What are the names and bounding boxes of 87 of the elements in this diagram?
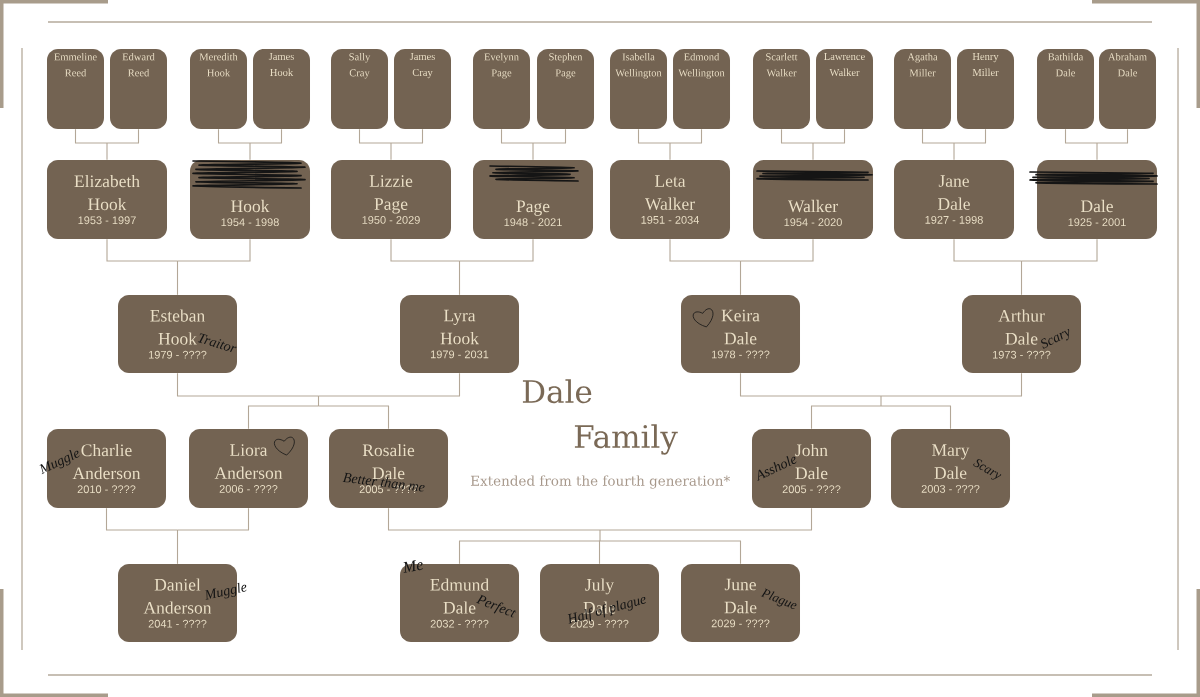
person-box: Elizabeth Hook 1953 - 1997: [47, 160, 167, 239]
person-box: Meredith Hook: [190, 49, 247, 129]
connector-line: [106, 142, 108, 161]
connector-line: [953, 238, 1023, 262]
connector-line: [669, 128, 703, 144]
person-box: Lawrence Walker: [816, 49, 873, 129]
connector-line: [637, 128, 671, 144]
person-box: Emmeline Reed: [47, 49, 104, 129]
title: Dale Family: [522, 379, 678, 455]
connector-line: [176, 507, 250, 531]
connector-line: [458, 260, 461, 296]
connector-line: [500, 128, 534, 144]
connector-line: [780, 128, 814, 144]
connector-line: [176, 372, 320, 397]
person-box: Scarlett Walker: [753, 49, 810, 129]
connector-line: [390, 128, 424, 144]
person-box: Agatha Miller: [894, 49, 951, 129]
connector-line: [317, 395, 320, 407]
connector-line: [176, 238, 251, 262]
connector-line: [921, 128, 955, 144]
connector-line: [532, 142, 534, 161]
connector-line: [74, 128, 108, 144]
connector-line: [880, 395, 882, 407]
handwritten-note: Perfect: [475, 594, 517, 618]
connector-line: [458, 238, 534, 262]
connector-line: [599, 540, 742, 565]
connector-line: [599, 529, 601, 542]
person-box: James Hook: [253, 49, 310, 129]
handwritten-note: Me: [403, 560, 423, 573]
connector-line: [880, 372, 1023, 397]
connector-line: [739, 260, 742, 296]
connector-line: [249, 142, 251, 161]
handwritten-note: Plague: [760, 588, 797, 609]
connector-line: [1020, 238, 1098, 262]
person-box: Sally Cray: [331, 49, 388, 129]
connector-line: [317, 405, 390, 430]
connector-line: [390, 238, 461, 262]
connector-line: [1020, 260, 1023, 296]
connector-line: [953, 142, 955, 161]
person-box: Abraham Dale: [1099, 49, 1156, 129]
person-box: Liora Anderson 2006 - ????: [189, 429, 308, 508]
connector-line: [317, 372, 461, 397]
connector-line: [176, 529, 179, 565]
person-box: Walker 1954 - 2020: [753, 160, 873, 239]
connector-line: [812, 128, 846, 144]
connector-line: [599, 507, 813, 531]
subtitle: Extended from the fourth generation*: [470, 475, 730, 489]
connector-line: [669, 142, 671, 161]
connector-line: [810, 405, 882, 430]
connector-line: [387, 507, 601, 531]
person-box: Edward Reed: [110, 49, 167, 129]
connector-line: [106, 128, 140, 144]
handwritten-note: Muggle: [205, 582, 247, 600]
person-box: Jane Dale 1927 - 1998: [894, 160, 1014, 239]
connector-line: [458, 540, 601, 565]
connector-line: [739, 372, 882, 397]
person-box: James Cray: [394, 49, 451, 129]
connector-line: [953, 128, 987, 144]
person-box: Edmond Wellington: [673, 49, 730, 129]
connector-line: [247, 405, 320, 430]
person-box: Stephen Page: [537, 49, 594, 129]
connector-line: [249, 128, 283, 144]
connector-line: [532, 128, 567, 144]
connector-line: [358, 128, 392, 144]
person-box: Lyra Hook 1979 - 2031: [400, 295, 519, 373]
connector-line: [1096, 128, 1129, 144]
person-box: Leta Walker 1951 - 2034: [610, 160, 730, 239]
handwritten-note: Scary: [973, 459, 1002, 480]
connector-line: [669, 238, 742, 262]
connector-line: [880, 405, 952, 430]
person-box: Evelynn Page: [473, 49, 530, 129]
connector-line: [812, 142, 814, 161]
connector-line: [217, 128, 251, 144]
person-box: Keira Dale 1978 - ????: [681, 295, 800, 373]
connector-line: [390, 142, 392, 161]
person-box: Henry Miller: [957, 49, 1014, 129]
person-box: Bathilda Dale: [1037, 49, 1094, 129]
handwritten-note: Scary: [1041, 328, 1070, 349]
connector-line: [1064, 128, 1098, 144]
connector-line: [105, 507, 179, 531]
connector-line: [1096, 142, 1098, 161]
connector-line: [739, 238, 814, 262]
person-box: Lizzie Page 1950 - 2029: [331, 160, 451, 239]
connector-line: [106, 238, 179, 262]
connector-line: [598, 540, 601, 565]
connector-line: [176, 260, 179, 296]
person-box: Isabella Wellington: [610, 49, 667, 129]
